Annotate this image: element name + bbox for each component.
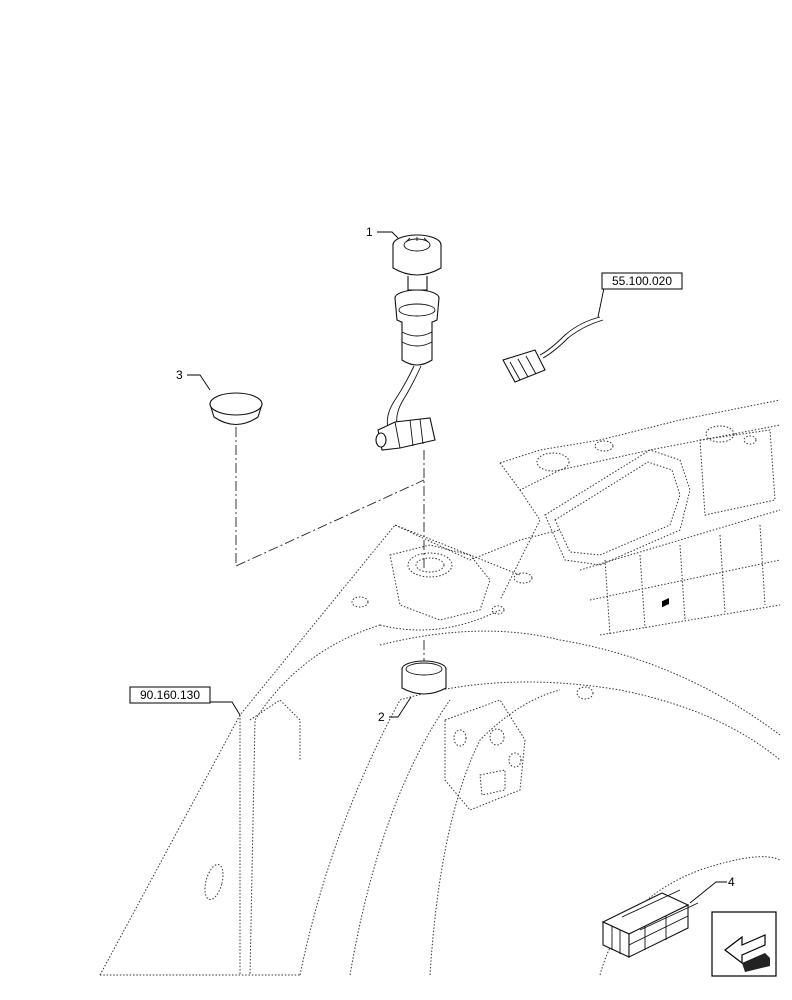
kit-crate-icon bbox=[601, 598, 699, 958]
callout-2: 2 bbox=[378, 710, 385, 724]
ref-harness-label: 55.100.020 bbox=[612, 274, 672, 288]
orientation-arrow-icon bbox=[711, 911, 777, 977]
leader-lines bbox=[187, 231, 727, 904]
harness-connector-part bbox=[502, 316, 604, 383]
assembly-lines bbox=[235, 427, 425, 665]
ref-box-frame[interactable]: 90.160.130 bbox=[129, 686, 211, 704]
callout-4: 4 bbox=[728, 875, 735, 889]
bushing-part bbox=[401, 660, 447, 695]
frame-structure bbox=[99, 399, 781, 976]
power-socket-part bbox=[375, 234, 442, 451]
ref-frame-label: 90.160.130 bbox=[140, 688, 200, 702]
callout-1: 1 bbox=[366, 225, 373, 239]
callout-3: 3 bbox=[176, 368, 183, 382]
plug-cap-part bbox=[209, 392, 263, 426]
ref-box-harness[interactable]: 55.100.020 bbox=[601, 272, 683, 290]
